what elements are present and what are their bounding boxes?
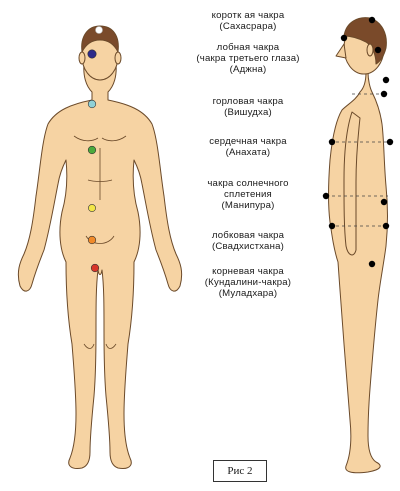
side-marker-2 <box>341 35 347 41</box>
chakra-point-svadhisthana <box>88 236 96 244</box>
side-marker-7 <box>387 139 393 145</box>
label-anahata: сердечная чакра (Анахата) <box>168 136 328 158</box>
side-marker-4 <box>383 77 389 83</box>
chakra-point-vishuddha <box>88 100 96 108</box>
side-marker-12 <box>369 261 375 267</box>
side-marker-1 <box>369 17 375 23</box>
label-ajna: лобная чакра (чакра третьего глаза) (Адж… <box>168 42 328 75</box>
chakra-point-ajna <box>88 50 96 58</box>
side-marker-11 <box>383 223 389 229</box>
figure-caption: Рис 2 <box>213 460 267 482</box>
front-ear-right <box>115 52 121 64</box>
side-marker-3 <box>375 47 381 53</box>
side-figure <box>326 18 392 473</box>
label-sahasrara: коротк ая чакра (Сахасрара) <box>168 10 328 32</box>
front-ear-left <box>79 52 85 64</box>
front-body-outline <box>18 64 181 469</box>
label-vishuddha: горловая чакра (Вишудха) <box>168 96 328 118</box>
side-nose <box>336 44 346 58</box>
side-marker-9 <box>381 199 387 205</box>
side-marker-6 <box>329 139 335 145</box>
chakra-point-anahata <box>88 146 96 154</box>
label-muladhara: корневая чакра (Кундалини-чакра) (Муладх… <box>168 266 328 299</box>
front-figure <box>18 26 181 469</box>
label-manipura: чакра солнечного сплетения (Манипура) <box>168 178 328 211</box>
label-svadhisthana: лобковая чакра (Свадхистхана) <box>168 230 328 252</box>
side-marker-10 <box>329 223 335 229</box>
chakra-point-sahasrara <box>96 27 103 34</box>
chakra-point-manipura <box>88 204 95 211</box>
chakra-point-muladhara <box>91 264 99 272</box>
side-ear <box>367 44 373 56</box>
side-marker-5 <box>381 91 387 97</box>
